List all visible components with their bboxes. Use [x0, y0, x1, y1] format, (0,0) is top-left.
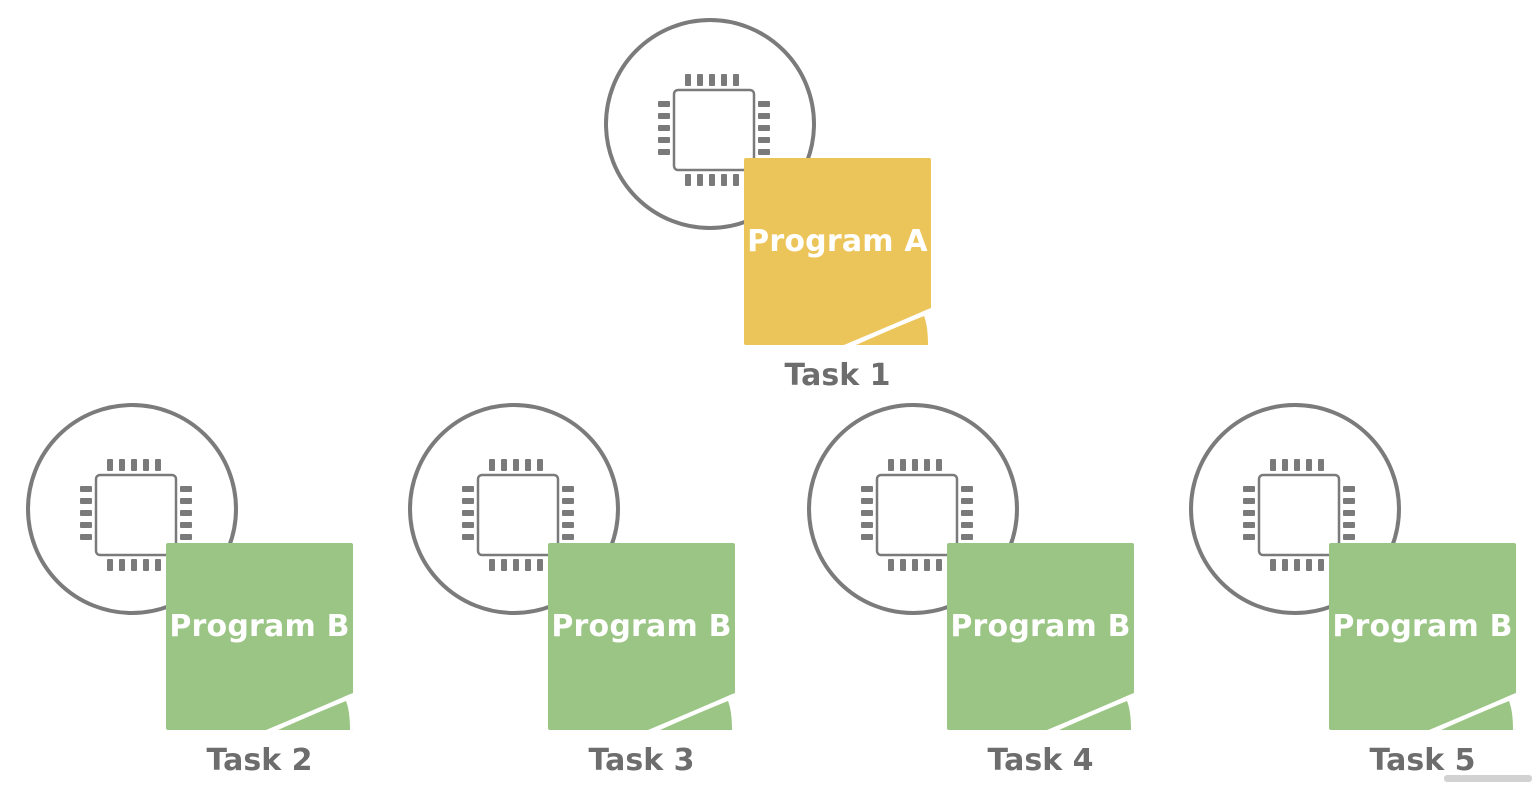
node-task-1: Program A Task 1 [604, 18, 934, 408]
task-label: Task 1 [784, 358, 891, 393]
task-label: Task 4 [987, 743, 1094, 778]
program-label: Program B [950, 609, 1131, 644]
node-task-3: Program B Task 3 [408, 403, 738, 793]
node-task-2: Program B Task 2 [26, 403, 356, 793]
node-task-5: Program B Task 5 [1189, 403, 1519, 793]
page-curl-icon [1047, 693, 1134, 730]
program-label: Program B [1332, 609, 1513, 644]
program-card: Program B [548, 543, 735, 730]
page-curl-icon [1429, 693, 1516, 730]
program-label: Program A [747, 224, 928, 259]
page-curl-icon [844, 308, 931, 345]
cpu-chip-icon [861, 459, 973, 571]
program-card: Program B [166, 543, 353, 730]
cpu-chip-icon [80, 459, 192, 571]
task-label: Task 3 [588, 743, 695, 778]
node-task-4: Program B Task 4 [807, 403, 1137, 793]
program-card: Program B [1329, 543, 1516, 730]
task-label: Task 5 [1369, 743, 1476, 778]
program-label: Program B [169, 609, 350, 644]
processor-ring [604, 18, 816, 230]
program-label: Program B [551, 609, 732, 644]
cpu-chip-icon [462, 459, 574, 571]
task-label: Task 2 [206, 743, 313, 778]
program-card: Program B [947, 543, 1134, 730]
corner-watermark-icon [1444, 775, 1532, 782]
page-curl-icon [648, 693, 735, 730]
cpu-chip-icon [1243, 459, 1355, 571]
page-curl-icon [266, 693, 353, 730]
program-card: Program A [744, 158, 931, 345]
cpu-chip-icon [658, 74, 770, 186]
